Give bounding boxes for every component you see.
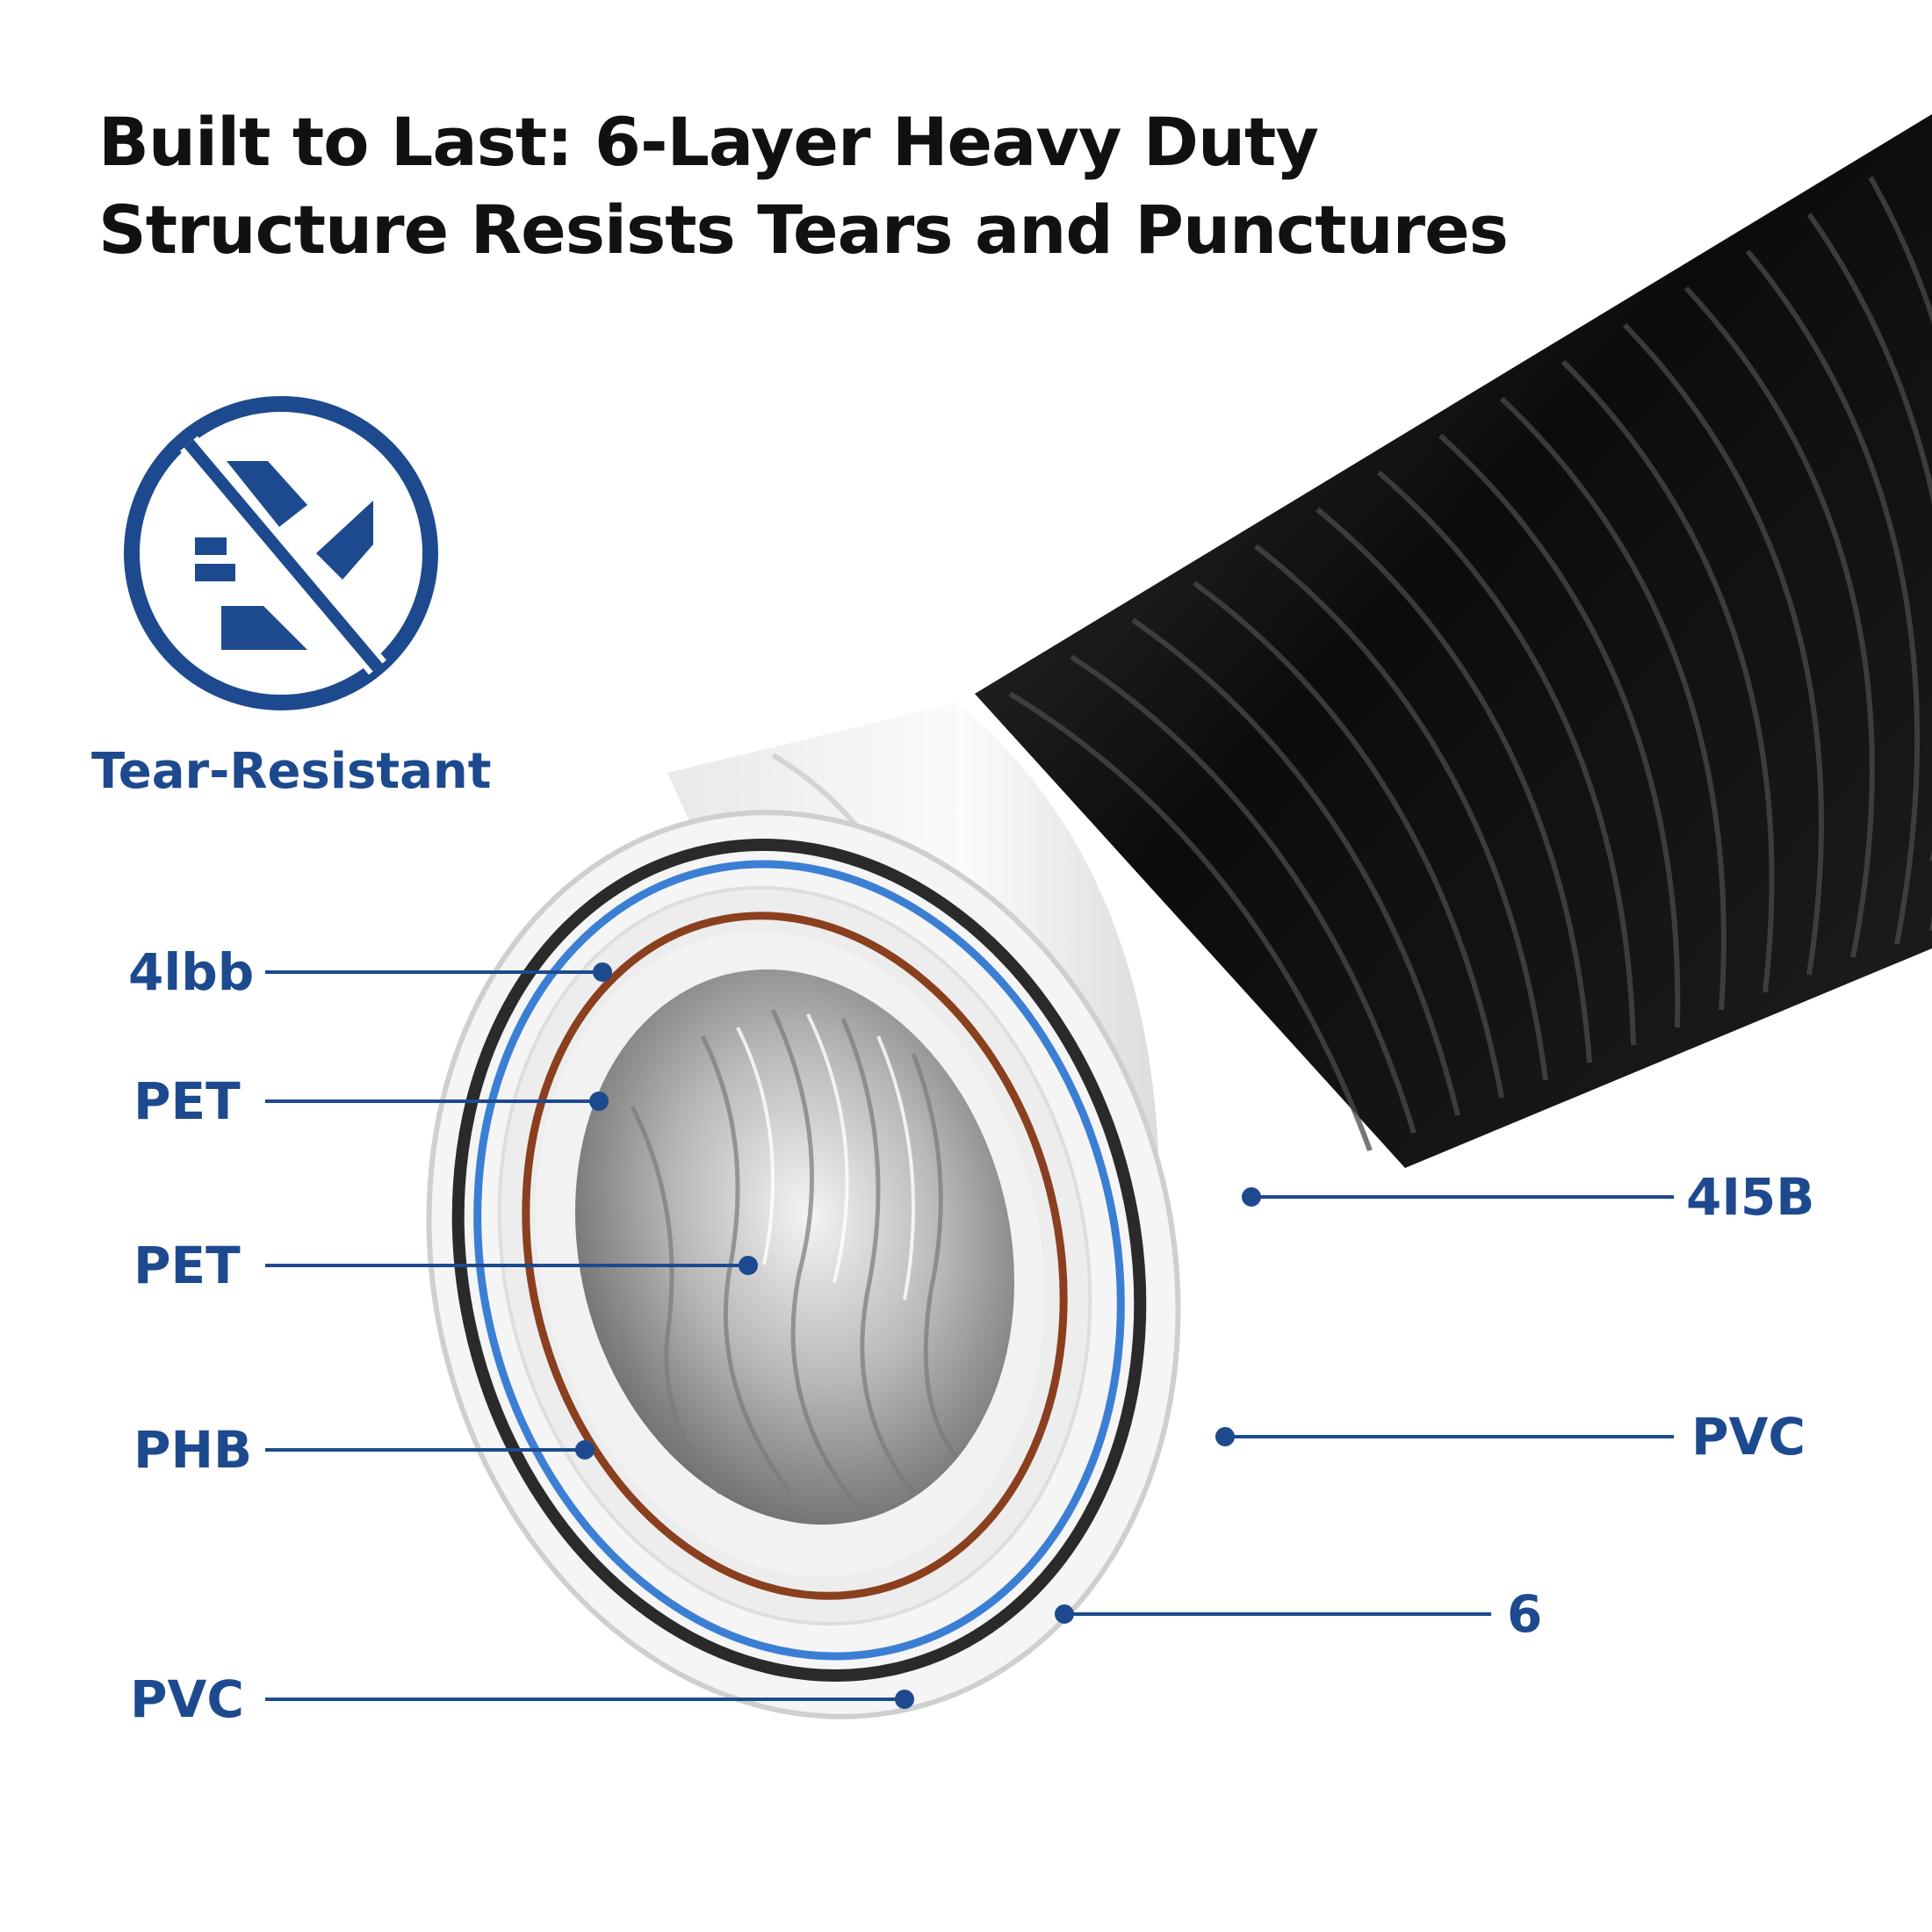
callout-leaders	[265, 962, 1674, 1709]
headline-line-1: Built to Last: 6-Layer Heavy Duty	[98, 103, 1319, 181]
hose-end-face	[426, 810, 1181, 1719]
callout-layer-2: PET	[133, 1071, 241, 1131]
no-tear-icon	[124, 396, 438, 710]
callout-layer-5: PVC	[130, 1669, 244, 1729]
callout-right-3: 6	[1507, 1584, 1543, 1644]
callout-right-1: 4I5B	[1686, 1167, 1815, 1227]
callout-layer-1: 4lbb	[128, 942, 255, 1002]
callout-layer-3: PET	[133, 1236, 241, 1295]
badge-label: Tear-Resistant	[91, 743, 492, 800]
callout-layer-4: PHB	[133, 1420, 253, 1480]
headline-line-2: Structure Resists Tears and Punctures	[98, 191, 1509, 269]
callout-right-2: PVC	[1691, 1407, 1806, 1467]
headline: Built to Last: 6-Layer Heavy Duty Struct…	[98, 98, 1509, 274]
hose-body	[975, 114, 1932, 1168]
